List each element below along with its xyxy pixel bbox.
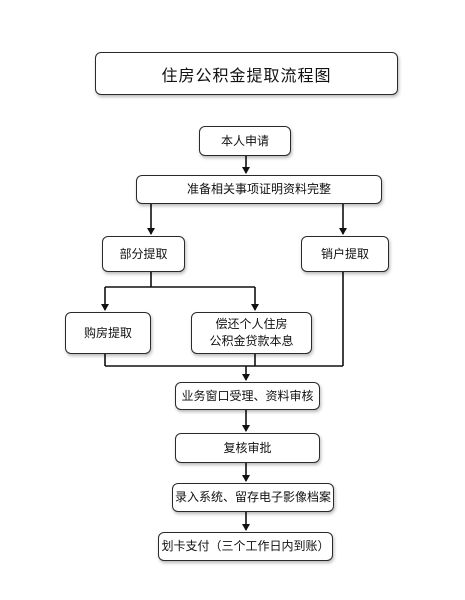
node-card-transfer: 划卡支付（三个工作日内到账） [158, 532, 333, 561]
node-loan-repayment-withdrawal: 偿还个人住房 公积金贷款本息 [191, 312, 312, 354]
node-system-archive: 录入系统、留存电子影像档案 [172, 483, 334, 512]
node-recheck-approval: 复核审批 [175, 433, 320, 463]
node-loan-repayment-line-2: 公积金贷款本息 [209, 334, 294, 348]
node-loan-repayment-line-1: 偿还个人住房 [215, 317, 288, 331]
node-apply: 本人申请 [199, 126, 291, 156]
diagram-title: 住房公积金提取流程图 [95, 52, 398, 95]
node-prepare: 准备相关事项证明资料完整 [136, 175, 382, 204]
node-partial-withdrawal: 部分提取 [102, 236, 185, 272]
node-close-account-withdrawal: 销户提取 [301, 236, 389, 272]
node-purchase-withdrawal: 购房提取 [65, 312, 151, 354]
node-window-review: 业务窗口受理、资料审核 [175, 382, 320, 410]
